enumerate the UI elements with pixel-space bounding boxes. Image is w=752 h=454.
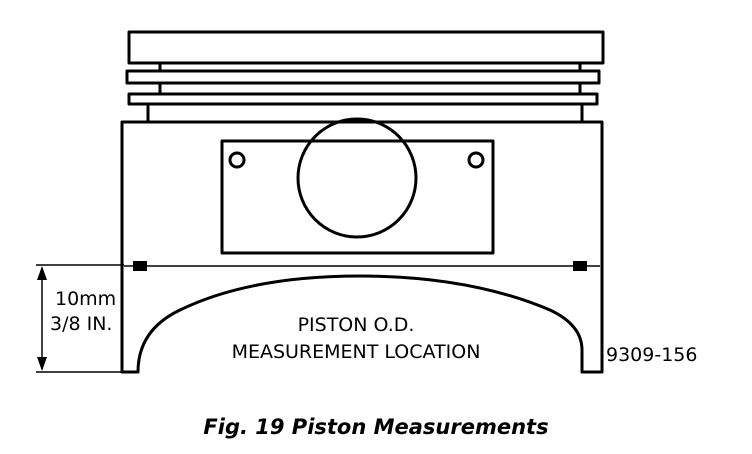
measurement-label-line2: MEASUREMENT LOCATION [232,341,481,363]
piston-ring-1 [125,69,601,85]
measurement-label-line1: PISTON O.D. [298,314,415,336]
dimension-arrowhead-top [37,266,47,280]
dimension-mm-label: 10mm [55,288,116,310]
boss-hole-left [228,151,246,169]
figure-code: 9309-156 [606,344,697,366]
wrist-pin [296,117,418,239]
piston-crown [127,30,605,65]
pin-boss-plate [220,139,495,255]
piston-ring-2 [127,92,599,106]
dimension-in-label: 3/8 IN. [50,313,112,335]
figure-caption: Fig. 19 Piston Measurements [203,415,549,439]
boss-hole-right [467,151,485,169]
dimension-arrowhead-bottom [37,357,47,371]
piston-skirt [120,120,604,374]
measurement-marker-right [573,261,587,271]
measurement-marker-left [133,261,147,271]
